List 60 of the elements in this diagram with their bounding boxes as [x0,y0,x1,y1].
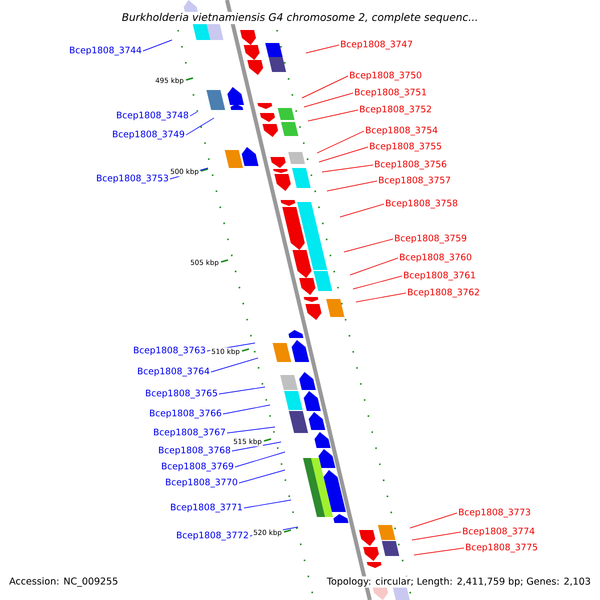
gene-label: Bcep1808_3757 [379,176,450,186]
leader-line [412,532,462,540]
leader-line [210,358,258,372]
gene-label: Bcep1808_3760 [400,254,472,262]
gene-label: Bcep1808_3758 [386,200,458,208]
gene-label: Bcep1808_3772 [177,532,248,540]
gene-label: Bcep1808_3744 [70,46,142,56]
gene-label: Bcep1808_3759 [395,234,466,244]
gene-label: Bcep1808_3763 [134,346,206,356]
gene-label: Bcep1808_3769 [162,462,234,472]
leader-line [318,146,368,162]
leader-line [410,512,458,528]
gene-label: Bcep1808_3756 [375,160,446,170]
leader-line [356,292,406,302]
leader-line [218,386,266,394]
gene-label: Bcep1808_3761 [404,272,476,280]
leader-line [322,164,374,172]
gene-label: Bcep1808_3753 [97,174,168,184]
leader-line [304,92,354,108]
gene-label: Bcep1808_3750 [350,72,422,80]
gene-label: Bcep1808_3762 [408,288,479,298]
leader-line [340,204,384,218]
gene-label: Bcep1808_3774 [463,528,534,536]
leader-line [344,238,394,252]
leader-line [302,76,348,98]
leader-line [234,452,286,468]
leader-line [186,118,214,136]
gene-label: Bcep1808_3754 [366,126,438,136]
gene-label: Bcep1808_3771 [171,504,242,512]
leader-line [306,44,340,54]
footer-text: Accession: NC_009255 [8,576,120,588]
leader-line [316,130,364,154]
gene-label: Bcep1808_3766 [150,410,222,418]
leader-line [350,258,398,276]
gene-label: Bcep1808_3748 [117,112,188,120]
gene-label: Bcep1808_3755 [370,142,442,152]
leader-line [226,426,276,434]
leader-line [308,110,358,122]
leader-line [352,276,402,290]
leader-line [244,500,292,508]
gene-label: Bcep1808_3752 [360,106,431,114]
gene-label: Bcep1808_3767 [154,428,226,438]
footer-text: Topology: circular; Length: 2,411,759 bp; Genes: 2,103 [326,576,592,588]
gene-label: Bcep1808_3775 [466,544,538,552]
gene-label: Bcep1808_3773 [459,508,530,518]
gene-label: Bcep1808_3768 [159,446,230,456]
gene-label: Bcep1808_3749 [113,130,184,140]
gene-label: Bcep1808_3751 [355,88,426,98]
leader-line [414,548,464,556]
gene-label: Bcep1808_3770 [166,478,238,488]
gene-label: Bcep1808_3747 [341,40,412,50]
gene-label: Bcep1808_3765 [146,390,217,398]
leader-line [326,180,378,192]
leader-line [190,112,198,116]
leader-line [222,404,270,414]
leader-line [142,40,172,52]
leader-line [232,442,282,452]
title: Burkholderia vietnamiensis G4 chromosome 2, complete sequenc... [120,12,480,24]
leader-line [238,470,286,484]
gene-label: Bcep1808_3764 [138,368,210,376]
